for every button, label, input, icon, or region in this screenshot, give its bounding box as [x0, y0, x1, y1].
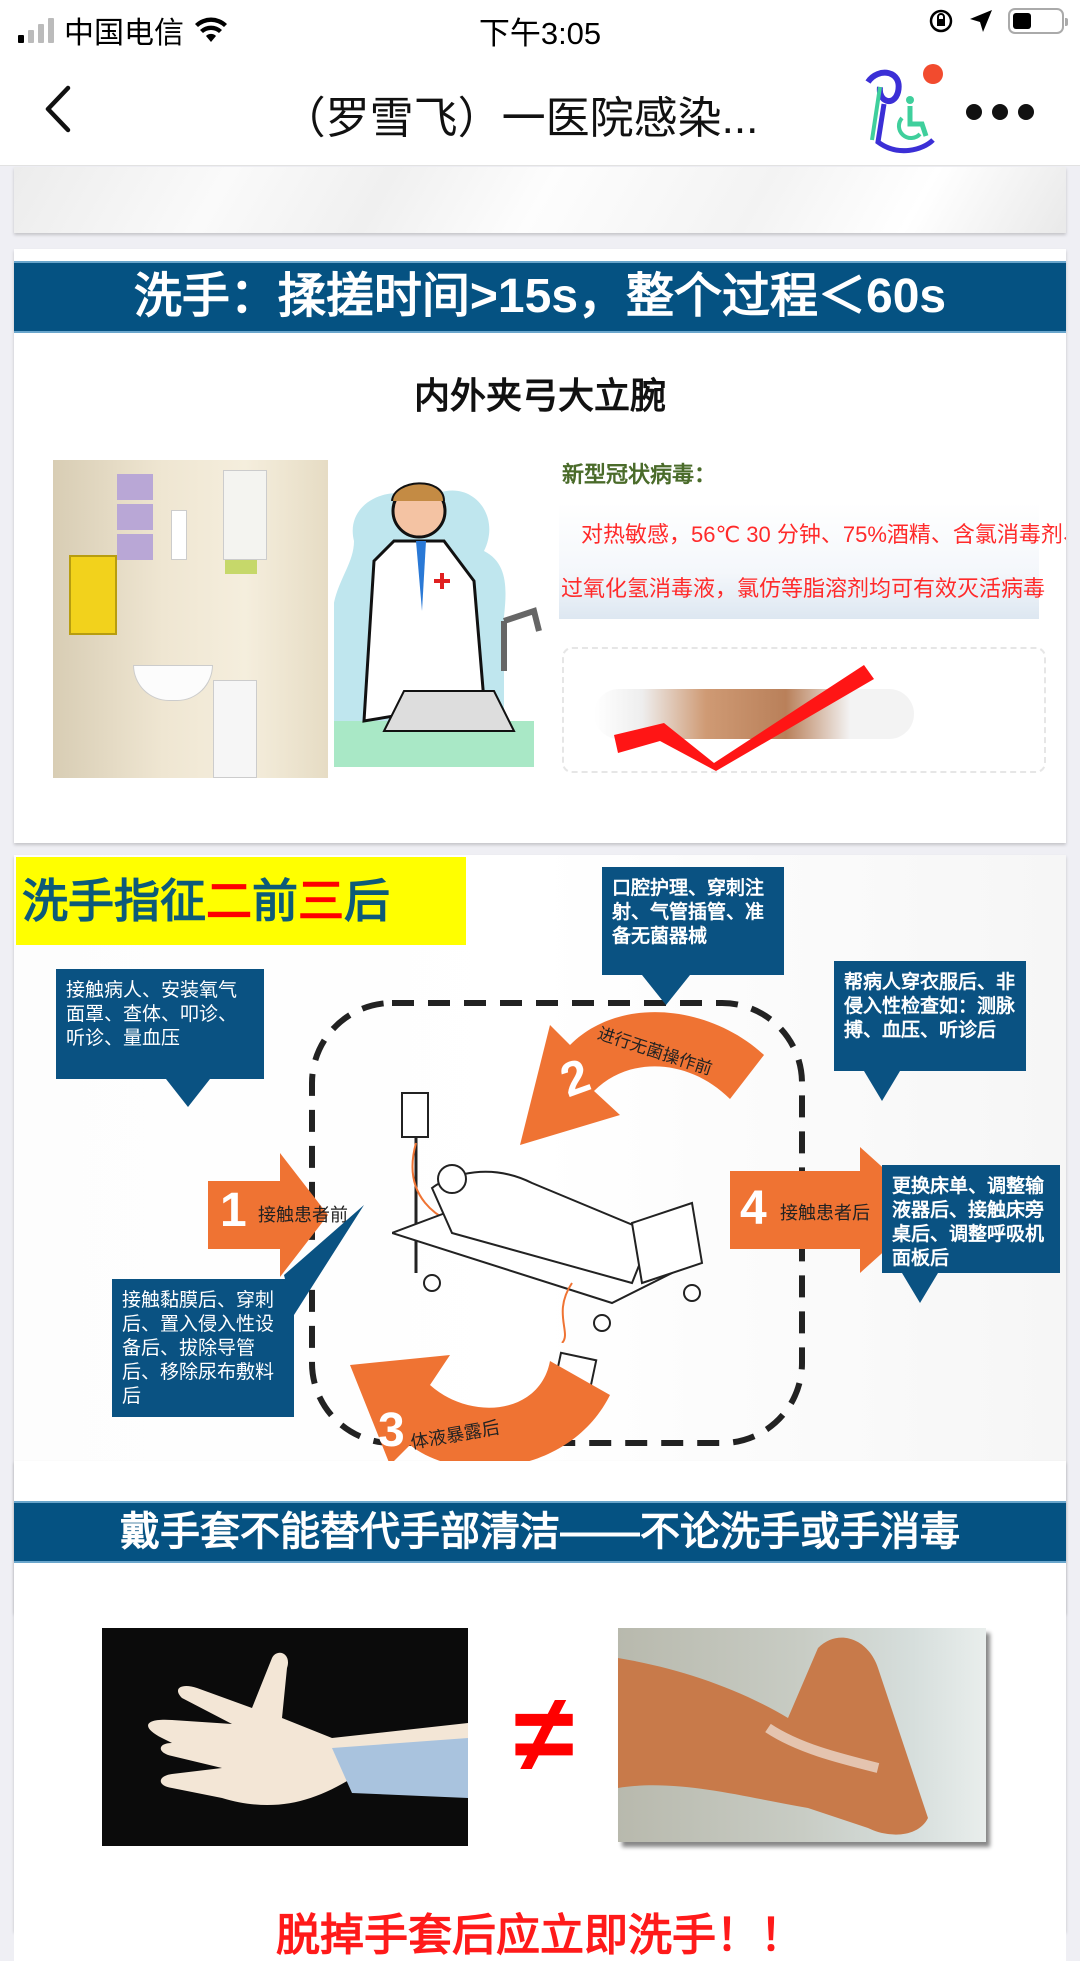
step-3-number: 3	[378, 1404, 405, 1457]
ellipsis-icon[interactable]	[966, 104, 1034, 120]
step-3-callout: 接触黏膜后、穿刺后、置入侵入性设备后、拔除导管后、移除尿布敷料后	[112, 1279, 294, 1417]
doctor-washing-hands-illustration	[334, 482, 542, 767]
chevron-left-icon[interactable]	[38, 82, 78, 136]
step-3-arrow	[350, 1355, 610, 1468]
step-1-callout: 接触病人、安装氧气面罩、查体、叩诊、听诊、量血压	[56, 969, 264, 1107]
soapy-hands-washing-photo	[618, 1628, 986, 1842]
hospital-sink-photo	[53, 460, 328, 778]
clock: 下午3:05	[478, 16, 602, 51]
step-4-label: 接触患者后	[780, 1203, 870, 1224]
battery-icon	[1008, 8, 1068, 34]
step-1-arrow	[208, 1153, 328, 1277]
location-icon	[970, 10, 992, 32]
not-equal-icon: ≠	[513, 1672, 575, 1795]
step-2-arrow	[520, 1012, 764, 1145]
orientation-lock-icon	[929, 9, 953, 33]
slide-gloves: 戴手套不能替代手部清洁——不论洗手或手消毒 ≠ 脱掉手套后应立即洗手！！	[14, 1461, 1066, 1931]
signal-icon	[18, 17, 54, 43]
step-5-callout: 更换床单、调整输液器后、接触床旁桌后、调整呼吸机面板后	[882, 1165, 1060, 1303]
slide-hand-washing-time: 洗手：揉搓时间>15s，整个过程＜60s 内外夹弓大立腕 新型冠状	[14, 249, 1066, 843]
carrier-label: 中国电信	[64, 17, 184, 50]
nav-bar: （罗雪飞）一医院感染...	[0, 52, 1080, 166]
step-4-number: 4	[740, 1182, 767, 1235]
bottom-warning-text: 脱掉手套后应立即洗手！！	[14, 1901, 1066, 1961]
gloved-hands-photo	[102, 1628, 468, 1846]
hands-drying-checkmark-image	[562, 647, 1046, 773]
step-2-callout: 口腔护理、穿刺注射、气管插管、准备无菌器械	[602, 867, 784, 1005]
gloves-banner: 戴手套不能替代手部清洁——不论洗手或手消毒	[14, 1501, 1066, 1563]
covid-text-line2: 过氧化氢消毒液，氯仿等脂溶剂均可有效灭活病毒	[561, 576, 1046, 601]
step-4-arrow	[730, 1147, 930, 1273]
covid-info-box: 对热敏感，56℃ 30 分钟、75%酒精、含氯消毒剂、 过氧化氢消毒液，氯仿等脂…	[559, 503, 1066, 619]
step-1-number: 1	[220, 1184, 247, 1237]
step-4-callout: 帮病人穿衣服后、非侵入性检查如：测脉搏、血压、听诊后	[834, 961, 1026, 1101]
step-3-callout-tail	[284, 1205, 364, 1315]
slide-subtitle: 内外夹弓大立腕	[413, 375, 666, 416]
notification-dot	[923, 64, 943, 84]
slide-partial-top	[14, 167, 1066, 233]
app-logo-icon[interactable]	[858, 62, 938, 154]
indications-title: 洗手指征二前三后	[16, 857, 466, 945]
wifi-icon	[195, 17, 227, 42]
slide-banner: 洗手：揉搓时间>15s，整个过程＜60s	[14, 261, 1066, 333]
hospital-bed-illustration	[392, 1092, 704, 1343]
step-1-label: 接触患者前	[258, 1205, 348, 1226]
covid-heading: 新型冠状病毒：	[562, 462, 717, 487]
status-bar: 中国电信 下午3:05	[0, 0, 1080, 52]
covid-text-line1: 对热敏感，56℃ 30 分钟、75%酒精、含氯消毒剂、	[581, 522, 1066, 547]
page-title: （罗雪飞）一医院感染...	[281, 94, 759, 143]
